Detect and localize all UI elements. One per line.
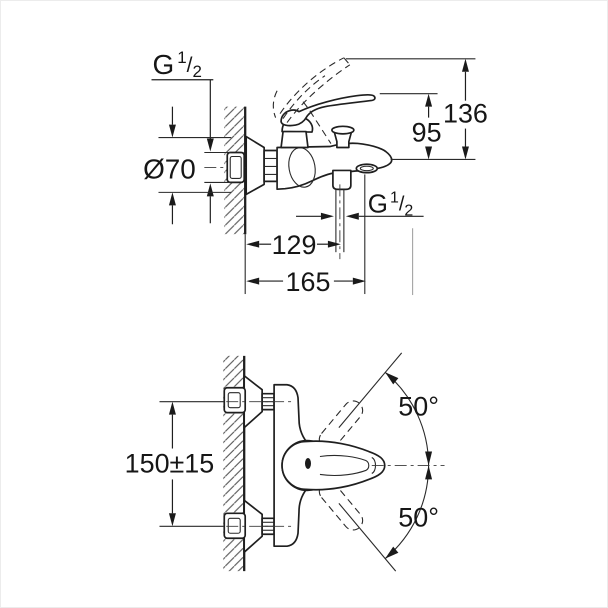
arrowhead-up	[425, 465, 433, 480]
dim-height-to-handle: 95	[412, 118, 442, 148]
union-nut-inner	[229, 155, 242, 179]
arrowhead-arc-top	[385, 372, 399, 385]
dim-swivel-angle-lower: 50°	[398, 502, 439, 532]
front-view-dimensions: 150±15 50° 50°	[125, 352, 445, 572]
dim-depth-to-shower-outlet: 129	[272, 230, 317, 260]
dim-total-projection: 165	[286, 267, 331, 297]
aerator	[355, 163, 379, 174]
faucet-side-view	[204, 57, 393, 260]
union-nut-lower	[223, 512, 247, 540]
lever-hole	[304, 457, 311, 469]
union-nut-upper	[223, 386, 247, 414]
escutcheon	[245, 135, 265, 196]
spout-body	[276, 142, 393, 191]
arrowhead-right	[320, 212, 334, 220]
arrowhead-arc-bottom	[385, 546, 399, 559]
arrowhead-down	[168, 124, 176, 138]
arrowhead-down	[425, 146, 433, 160]
union-nut-upper-inner	[227, 392, 241, 409]
dim-height-to-raised-handle: 136	[443, 99, 488, 129]
arrowhead-down	[168, 513, 176, 527]
wall-section	[224, 106, 247, 295]
angle-boundary-lower	[338, 502, 397, 572]
arrowhead-up	[168, 401, 176, 415]
arrowhead-right	[327, 240, 341, 248]
arrowhead-up	[206, 183, 214, 197]
angle-boundary-upper	[338, 352, 403, 428]
lever-inner-line	[319, 454, 370, 477]
arrowhead-up	[461, 58, 469, 72]
cartridge-cap	[280, 130, 309, 149]
union-nut-lower-inner	[227, 517, 241, 534]
lever-handle-front	[281, 440, 386, 491]
arrowhead-right	[352, 277, 366, 285]
arrowhead-down	[206, 138, 214, 152]
union-nut	[226, 151, 246, 184]
lever-handle	[280, 93, 376, 127]
arrowhead-up	[425, 93, 433, 107]
diverter-knob-top	[331, 125, 355, 135]
arrowhead-left	[246, 277, 260, 285]
front-view: 150±15 50° 50°	[125, 352, 445, 572]
dim-connection-spacing: 150±15	[125, 448, 215, 478]
arrowhead-down	[461, 146, 469, 160]
arrowhead-left	[345, 212, 359, 220]
arrowhead-left	[246, 240, 260, 248]
dim-flange-diameter: Ø70	[143, 153, 196, 184]
arrowhead-up	[168, 192, 176, 206]
shower-outlet	[332, 169, 352, 191]
dim-swivel-angle-upper: 50°	[398, 392, 439, 422]
arrowhead-down	[425, 451, 433, 466]
lever-handle-raised-dashed	[272, 57, 351, 144]
aerator-inner	[359, 165, 374, 172]
